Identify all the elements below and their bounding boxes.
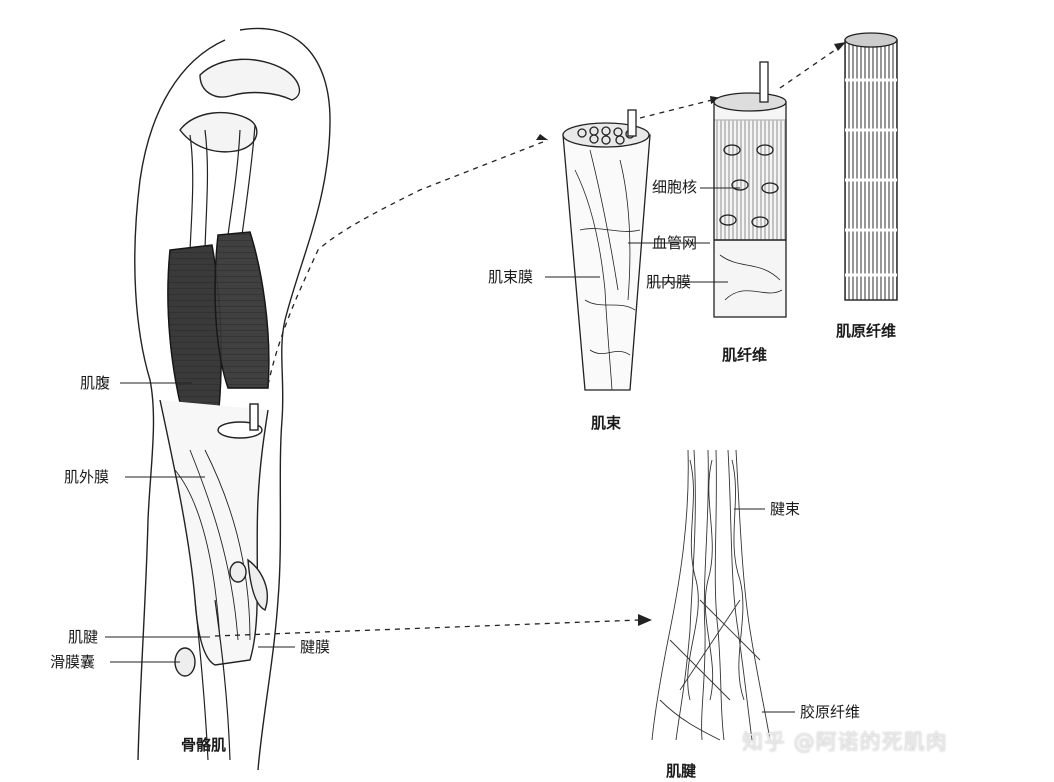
label-epimysium: 肌外膜: [64, 468, 110, 486]
label-peritendon: 腱膜: [300, 638, 331, 656]
caption-fascicle: 肌束: [591, 414, 622, 432]
label-tendon-bundle: 腱束: [770, 500, 801, 518]
label-perimysium: 肌束膜: [488, 268, 534, 286]
label-bursa: 滑膜囊: [50, 653, 96, 671]
muscle-fiber-drawing: [713, 42, 846, 318]
arm-drawing: [134, 27, 652, 771]
leader-lines: [105, 187, 795, 713]
tendon-drawing: [651, 449, 771, 741]
label-tendon: 肌腱: [68, 628, 99, 646]
fascicle-drawing: [562, 96, 722, 391]
label-muscle-belly: 肌腹: [80, 374, 111, 392]
caption-muscle-fiber: 肌纤维: [722, 346, 768, 364]
label-endomysium: 肌内膜: [646, 273, 692, 291]
label-capillary-network: 血管网: [652, 234, 698, 252]
caption-tendon: 肌腱: [666, 762, 697, 780]
label-nucleus: 细胞核: [652, 178, 698, 196]
myofibril-drawing: [844, 32, 898, 301]
caption-skeletal-muscle: 骨骼肌: [181, 736, 227, 754]
caption-myofibril: 肌原纤维: [836, 322, 897, 340]
label-collagen-fiber: 胶原纤维: [800, 703, 861, 721]
watermark: 知乎 @阿诺的死肌肉: [742, 730, 948, 754]
